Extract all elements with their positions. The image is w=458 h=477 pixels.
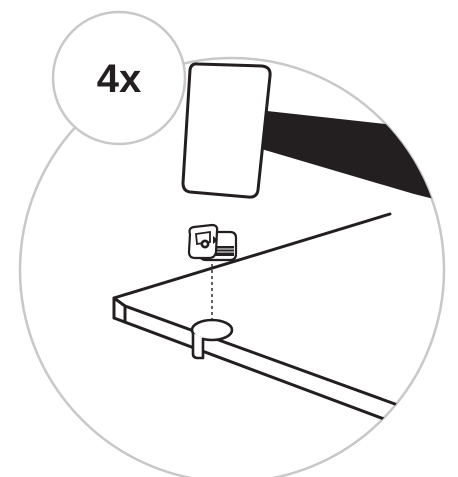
quantity-badge-circle — [51, 10, 187, 146]
hammer-head — [181, 62, 272, 199]
quantity-badge: 4x — [51, 10, 187, 146]
cam-lock-fitting-icon — [187, 223, 238, 262]
quantity-label: 4x — [97, 57, 142, 101]
board-panel-icon — [112, 212, 397, 424]
drilled-hole — [190, 318, 234, 360]
